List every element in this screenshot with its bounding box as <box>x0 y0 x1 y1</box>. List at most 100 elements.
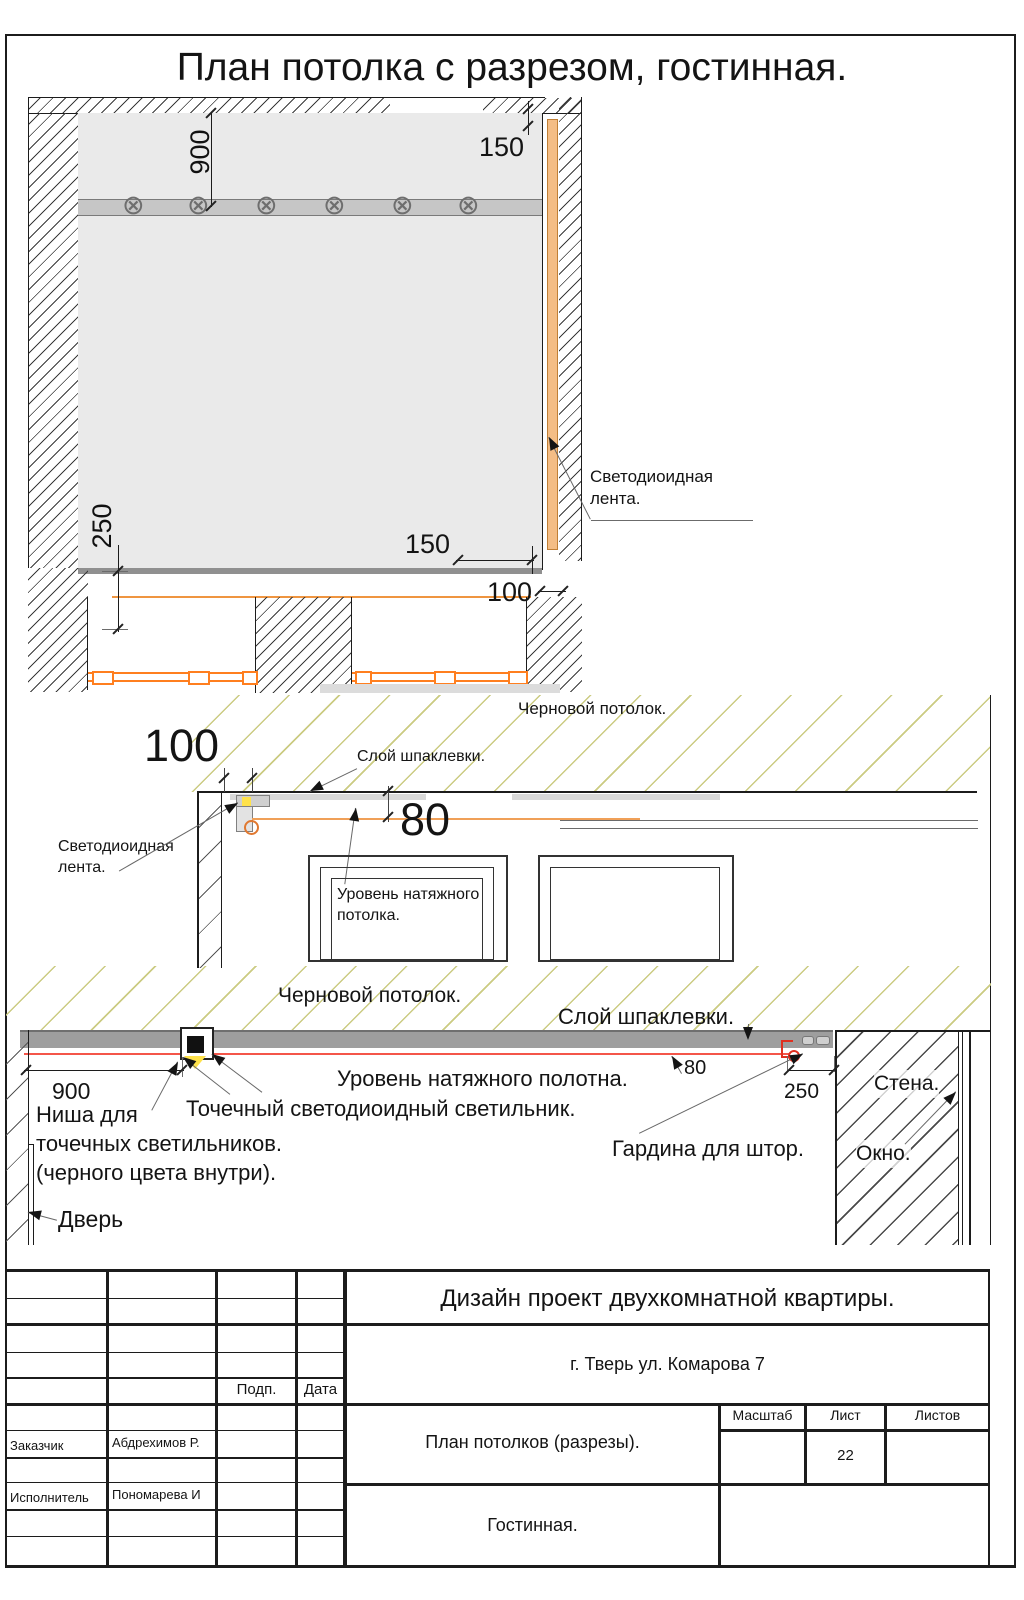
detail-wall-edge <box>197 791 199 968</box>
rough-ceiling-hatch <box>6 966 991 1032</box>
spotlight-icon: ⊗ <box>323 190 346 220</box>
plan-dim-150-top: 150 <box>479 132 525 162</box>
titleblock-line <box>5 1403 990 1406</box>
plan-ceiling-right-edge <box>542 113 543 570</box>
spotlight-icon: ⊗ <box>457 190 480 220</box>
window-frame-line <box>88 672 255 674</box>
titleblock-line <box>106 1269 109 1568</box>
titleblock-customer-name: Абдрехимов Р. <box>112 1435 200 1450</box>
titleblock-line <box>5 1269 990 1272</box>
detail-window-frame <box>308 855 508 962</box>
plan-ceiling-area <box>78 113 542 568</box>
titleblock-line <box>215 1269 218 1568</box>
section-curtain-label: Гардина для штор. <box>612 1136 805 1161</box>
leader-line <box>748 1024 749 1032</box>
titleblock-line <box>5 1565 1016 1568</box>
section-stretch-label: Уровень натяжного полотна. <box>337 1066 628 1091</box>
curtain-track-line <box>560 828 978 829</box>
window-frame-block <box>188 671 210 685</box>
plan-light-strip <box>78 199 542 216</box>
dim-ext <box>252 768 253 792</box>
wall-edge <box>87 597 88 690</box>
section-niche-label: Ниша для точечных светильников. (черного… <box>36 1102 283 1186</box>
leader-arrow <box>349 807 361 822</box>
dim-ext <box>224 768 225 792</box>
detail-window-frame <box>331 878 483 960</box>
titleblock-line <box>5 1298 345 1299</box>
dim-line <box>528 101 529 135</box>
frame-top <box>5 34 1016 36</box>
window-frame-block <box>434 671 456 685</box>
plan-led-label: Светодиоидная лента. <box>590 467 714 509</box>
detail-led-label: Светодиоидная лента. <box>58 838 174 877</box>
dim-ext <box>834 1056 835 1072</box>
rough-ceiling-hatch <box>190 695 990 792</box>
section-right-wall-hatch <box>836 1032 959 1245</box>
titleblock-sheets-label: Листов <box>914 1407 961 1423</box>
window-glass-line <box>958 1030 959 1245</box>
plan-dim-900: 900 <box>185 129 215 175</box>
titleblock-project: Дизайн проект двухкомнатной квартиры. <box>440 1285 895 1312</box>
stretch-level-line <box>24 1053 790 1055</box>
spot-lamp <box>187 1036 204 1053</box>
section-putty-label: Слой шпаклевки. <box>558 1004 735 1029</box>
dim-line <box>211 113 212 207</box>
titleblock-line <box>5 1536 345 1537</box>
titleblock-sheet-label: Лист <box>830 1407 861 1423</box>
spotlight-icon: ⊗ <box>255 190 278 220</box>
wall-edge <box>28 1030 29 1245</box>
detail-rough-ceiling-label: Черновой потолок. <box>518 699 667 718</box>
led-cable-curl <box>244 820 259 835</box>
wall-top-line <box>835 1030 991 1032</box>
detail-putty-label: Слой шпаклевки. <box>357 748 486 765</box>
spotlight-icon: ⊗ <box>187 190 210 220</box>
led-chip <box>242 797 251 806</box>
putty-layer-bar <box>230 794 426 800</box>
titleblock-sheet-title: План потолков (разрезы). <box>425 1432 640 1452</box>
plan-right-wall-edge <box>581 97 582 561</box>
titleblock-customer-label: Заказчик <box>10 1438 64 1453</box>
titleblock-line <box>5 1352 345 1353</box>
titleblock-line <box>295 1269 298 1568</box>
titleblock-line <box>5 1377 345 1379</box>
detail-dim-100: 100 <box>144 720 220 771</box>
section-dim-80: 80 <box>684 1057 707 1079</box>
putty-layer-bar <box>512 794 720 800</box>
detail-window-frame <box>538 855 734 962</box>
detail-ceiling-line <box>197 791 977 793</box>
titleblock-line <box>5 1457 345 1459</box>
titleblock-line <box>5 1430 345 1431</box>
door-frame-line <box>33 1145 34 1245</box>
section-rough-ceiling-label: Черновой потолок. <box>278 984 462 1007</box>
detail-wall-hatch <box>199 793 221 968</box>
dim-ext <box>787 1056 788 1072</box>
titleblock-scale-label: Масштаб <box>732 1407 793 1423</box>
window-frame-block <box>508 671 528 685</box>
plan-left-wall-hatch <box>28 113 78 568</box>
titleblock-line <box>5 1509 345 1511</box>
plan-corner-wall-hatch <box>28 568 88 692</box>
spotlight-icon: ⊗ <box>122 190 145 220</box>
wall-edge <box>255 597 256 693</box>
plan-top-wall-line <box>28 97 545 98</box>
titleblock-line <box>718 1403 721 1568</box>
titleblock-line <box>343 1269 347 1568</box>
plan-led-strip <box>547 119 558 550</box>
window-glass-line <box>962 1030 963 1245</box>
titleblock-sign-col: Подп. <box>236 1381 277 1398</box>
titleblock-date-col: Дата <box>303 1381 338 1398</box>
wall-edge <box>526 597 527 692</box>
page-title: План потолка с разрезом, гостинная. <box>176 46 848 89</box>
detail-window-frame <box>550 867 720 960</box>
section-window-label: Окно. <box>856 1140 911 1168</box>
window-frame-block <box>242 671 258 685</box>
detail-wall-inner <box>221 791 222 968</box>
plan-dim-150-bottom: 150 <box>405 529 451 559</box>
dim-ext <box>388 786 389 822</box>
dim-line <box>538 591 566 592</box>
titleblock-executor-label: Исполнитель <box>10 1490 89 1505</box>
curtain-track-line <box>560 820 978 821</box>
section-door-label: Дверь <box>58 1206 124 1232</box>
curtain-curl <box>788 1050 800 1062</box>
section-dim-250: 250 <box>784 1078 820 1106</box>
